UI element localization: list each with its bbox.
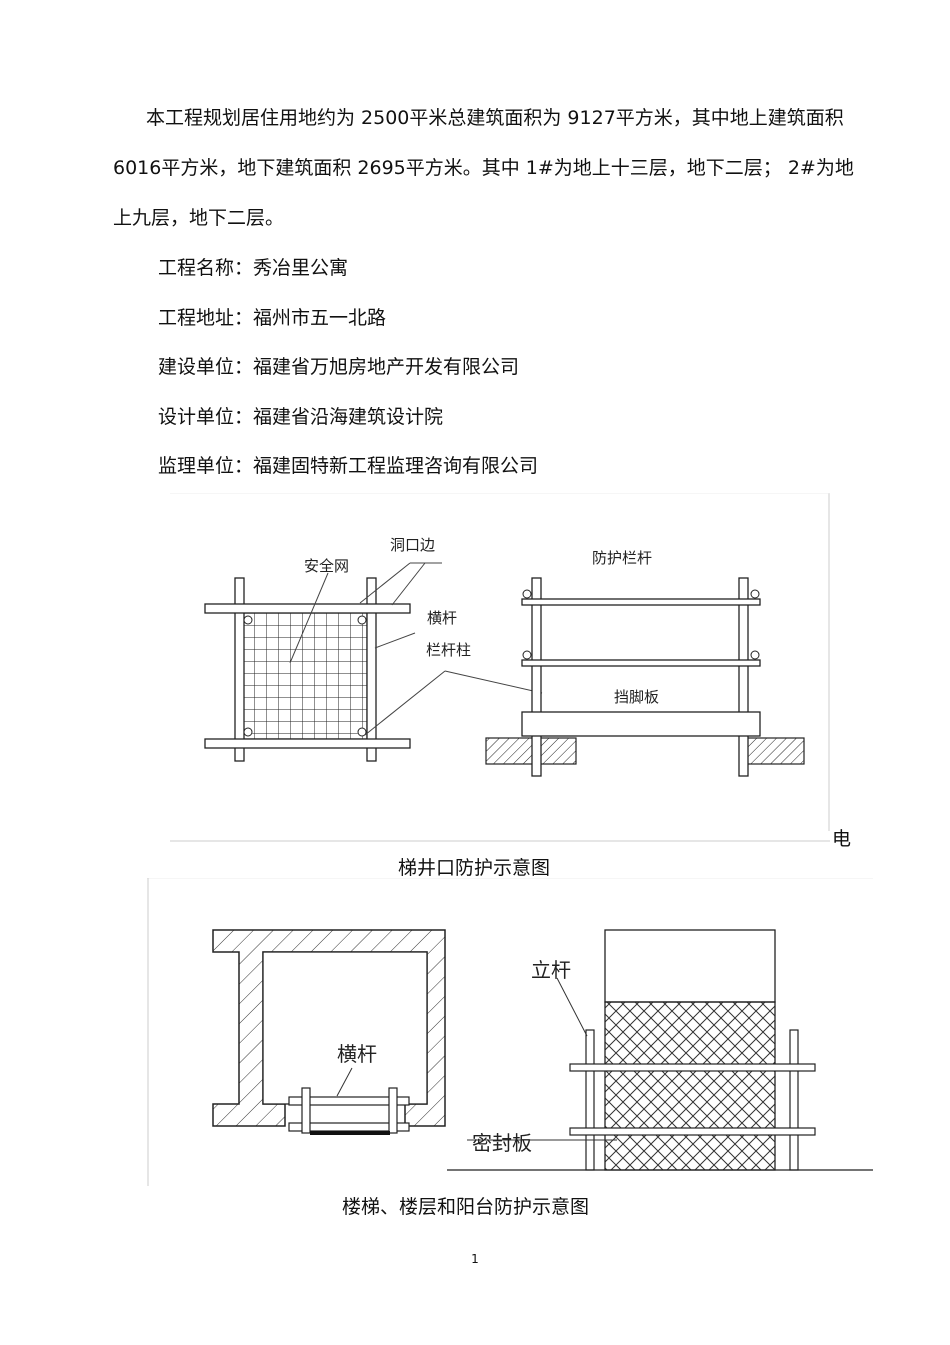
info-label: 监理单位： [158, 455, 254, 477]
label-upright: 立杆 [531, 958, 571, 982]
label-railing-post: 栏杆柱 [426, 641, 471, 659]
figure1-caption: 梯井口防护示意图 [398, 857, 551, 879]
intro-paragraph: 本工程规划居住用地约为 2500平米总建筑面积为 9127平方米，其中地上建筑面… [113, 93, 858, 243]
info-row-developer: 建设单位：福建省万旭房地产开发有限公司 [158, 355, 519, 379]
label-crossbar-2: 横杆 [337, 1042, 377, 1066]
info-value: 福建省万旭房地产开发有限公司 [253, 356, 520, 378]
info-label: 工程地址： [158, 307, 254, 329]
label-toe-board: 挡脚板 [614, 688, 659, 706]
intro-text: 本工程规划居住用地约为 2500平米总建筑面积为 9127平方米，其中地上建筑面… [113, 107, 854, 229]
label-opening-edge: 洞口边 [390, 536, 435, 554]
label-crossbar: 横杆 [427, 609, 457, 627]
trailing-char: 电 [832, 828, 852, 850]
info-value: 秀冶里公寓 [253, 257, 349, 279]
info-row-supervisor: 监理单位：福建固特新工程监理咨询有限公司 [158, 454, 538, 478]
info-row-project-address: 工程地址：福州市五一北路 [158, 306, 386, 330]
info-label: 设计单位： [158, 406, 254, 428]
info-value: 福州市五一北路 [253, 307, 387, 329]
info-value: 福建省沿海建筑设计院 [253, 406, 444, 428]
info-label: 建设单位： [158, 356, 254, 378]
page-number: 1 [471, 1252, 479, 1266]
info-row-designer: 设计单位：福建省沿海建筑设计院 [158, 405, 443, 429]
label-guard-rail: 防护栏杆 [592, 549, 652, 567]
label-safety-net: 安全网 [304, 557, 349, 575]
info-row-project-name: 工程名称：秀冶里公寓 [158, 256, 348, 280]
seal-board [310, 1131, 390, 1135]
info-value: 福建固特新工程监理咨询有限公司 [253, 455, 539, 477]
figure2-caption: 楼梯、楼层和阳台防护示意图 [342, 1196, 590, 1218]
info-label: 工程名称： [158, 257, 254, 279]
toe-board [521, 711, 761, 737]
safety-net [241, 612, 368, 740]
stair-floor-balcony-protection-figure: 横杆 立杆 密封板 [147, 878, 873, 1186]
elevator-shaft-protection-figure: 安全网 洞口边 横杆 栏杆柱 防护栏杆 挡脚板 [170, 493, 830, 842]
label-seal-board: 密封板 [472, 1131, 532, 1155]
